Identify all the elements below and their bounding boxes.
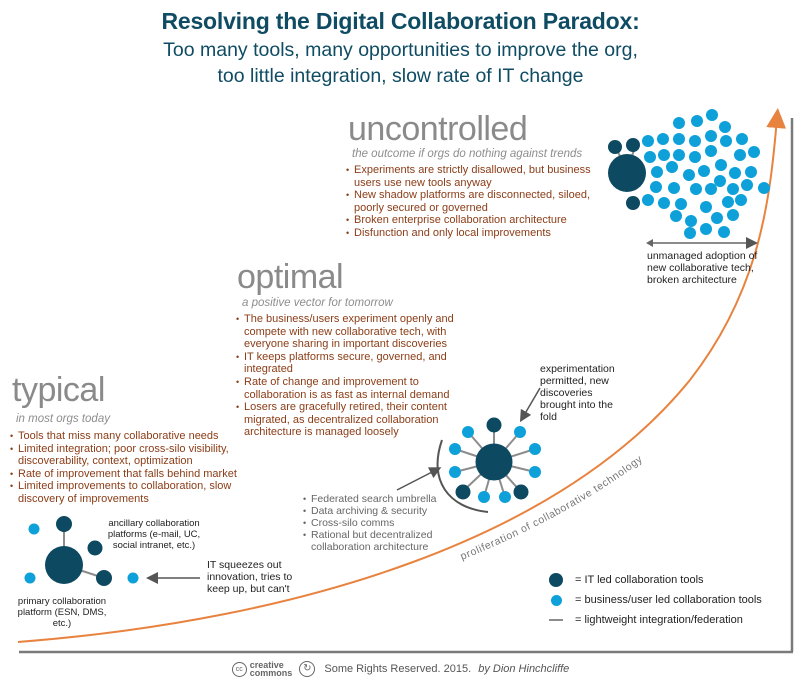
optimal-discovery-note: experimentation permitted, new discoveri… bbox=[540, 363, 615, 423]
light-dot-icon bbox=[545, 594, 567, 606]
stage-typical-bullets: Tools that miss many collaborative needs… bbox=[10, 430, 245, 506]
line-icon bbox=[545, 619, 567, 621]
it-squeeze-note: IT squeezes out innovation, tries to kee… bbox=[207, 559, 293, 595]
bullet-item: Tools that miss many collaborative needs bbox=[10, 430, 245, 443]
bullet-item: IT keeps platforms secure, governed, and… bbox=[236, 351, 471, 376]
bullet-item: Limited improvements to collaboration, s… bbox=[10, 480, 245, 505]
uncontrolled-cluster-graphic bbox=[608, 109, 770, 239]
stage-optimal-name: optimal bbox=[237, 258, 344, 296]
page-subtitle-line2: too little integration, slow rate of IT … bbox=[217, 65, 584, 87]
federation-umbrella-arc bbox=[436, 439, 489, 513]
bullet-item: Rate of improvement that falls behind ma… bbox=[10, 468, 245, 481]
bullet-item: The business/users experiment openly and… bbox=[236, 313, 471, 351]
umbrella-arrow bbox=[396, 467, 442, 491]
author-credit: by Dion Hinchcliffe bbox=[478, 662, 570, 675]
bullet-item: Experiments are strictly disallowed, but… bbox=[346, 164, 611, 189]
bullet-item: Cross-silo comms bbox=[303, 517, 458, 529]
page-title: Resolving the Digital Collaboration Para… bbox=[161, 8, 640, 34]
legend-label: = business/user led collaboration tools bbox=[575, 594, 762, 606]
legend-label: = lightweight integration/federation bbox=[575, 614, 743, 626]
bullet-item: Data archiving & security bbox=[303, 505, 458, 517]
dark-dot-icon bbox=[545, 573, 567, 587]
primary-platform-label: primary collaboration platform (ESN, DMS… bbox=[17, 596, 107, 629]
rights-text: Some Rights Reserved. 2015. bbox=[324, 662, 472, 675]
optimal-hub-nodes bbox=[449, 417, 541, 503]
stage-uncontrolled-tagline: the outcome if orgs do nothing against t… bbox=[352, 148, 583, 160]
creative-commons-logo: cc creative commons bbox=[231, 660, 293, 678]
stage-optimal-bullets: The business/users experiment openly and… bbox=[236, 313, 471, 439]
ancillary-platforms-label: ancillary collaboration platforms (e-mai… bbox=[107, 518, 201, 551]
bullet-item: Rate of change and improvement to collab… bbox=[236, 376, 471, 401]
bullet-item: Limited integration; poor cross-silo vis… bbox=[10, 443, 245, 468]
bullet-item: Losers are gracefully retired, their con… bbox=[236, 401, 471, 439]
optimal-umbrella-bullets: Federated search umbrella Data archiving… bbox=[303, 493, 458, 553]
stage-uncontrolled-name: uncontrolled bbox=[348, 110, 528, 148]
page-subtitle-line1: Too many tools, many opportunities to im… bbox=[163, 39, 638, 61]
stage-typical-name: typical bbox=[12, 371, 105, 409]
legend-label: = IT led collaboration tools bbox=[575, 574, 704, 586]
stage-typical-tagline: in most orgs today bbox=[16, 413, 110, 425]
cc-top-text: creative bbox=[249, 660, 284, 670]
typical-hub-graphic bbox=[24, 516, 139, 586]
footer: cc creative commons ↻ Some Rights Reserv… bbox=[0, 660, 801, 678]
legend-item-business-led: = business/user led collaboration tools bbox=[545, 590, 762, 610]
legend: = IT led collaboration tools = business/… bbox=[545, 570, 762, 630]
uncontrolled-adoption-note: unmanaged adoption of new collaborative … bbox=[647, 250, 758, 286]
bullet-item: New shadow platforms are disconnected, s… bbox=[346, 189, 611, 214]
legend-item-integration: = lightweight integration/federation bbox=[545, 610, 762, 630]
discovery-arrow bbox=[519, 387, 541, 423]
bullet-item: Broken enterprise collaboration architec… bbox=[346, 214, 611, 227]
bullet-item: Disfunction and only local improvements bbox=[346, 227, 611, 240]
bullet-item: Federated search umbrella bbox=[303, 493, 458, 505]
stage-optimal-tagline: a positive vector for tomorrow bbox=[242, 297, 393, 309]
cc-bottom-text: commons bbox=[249, 668, 293, 678]
bullet-item: Rational but decentralized collaboration… bbox=[303, 529, 458, 553]
share-alike-icon: ↻ bbox=[299, 661, 316, 677]
stage-uncontrolled-bullets: Experiments are strictly disallowed, but… bbox=[346, 164, 611, 240]
legend-item-it-led: = IT led collaboration tools bbox=[545, 570, 762, 590]
